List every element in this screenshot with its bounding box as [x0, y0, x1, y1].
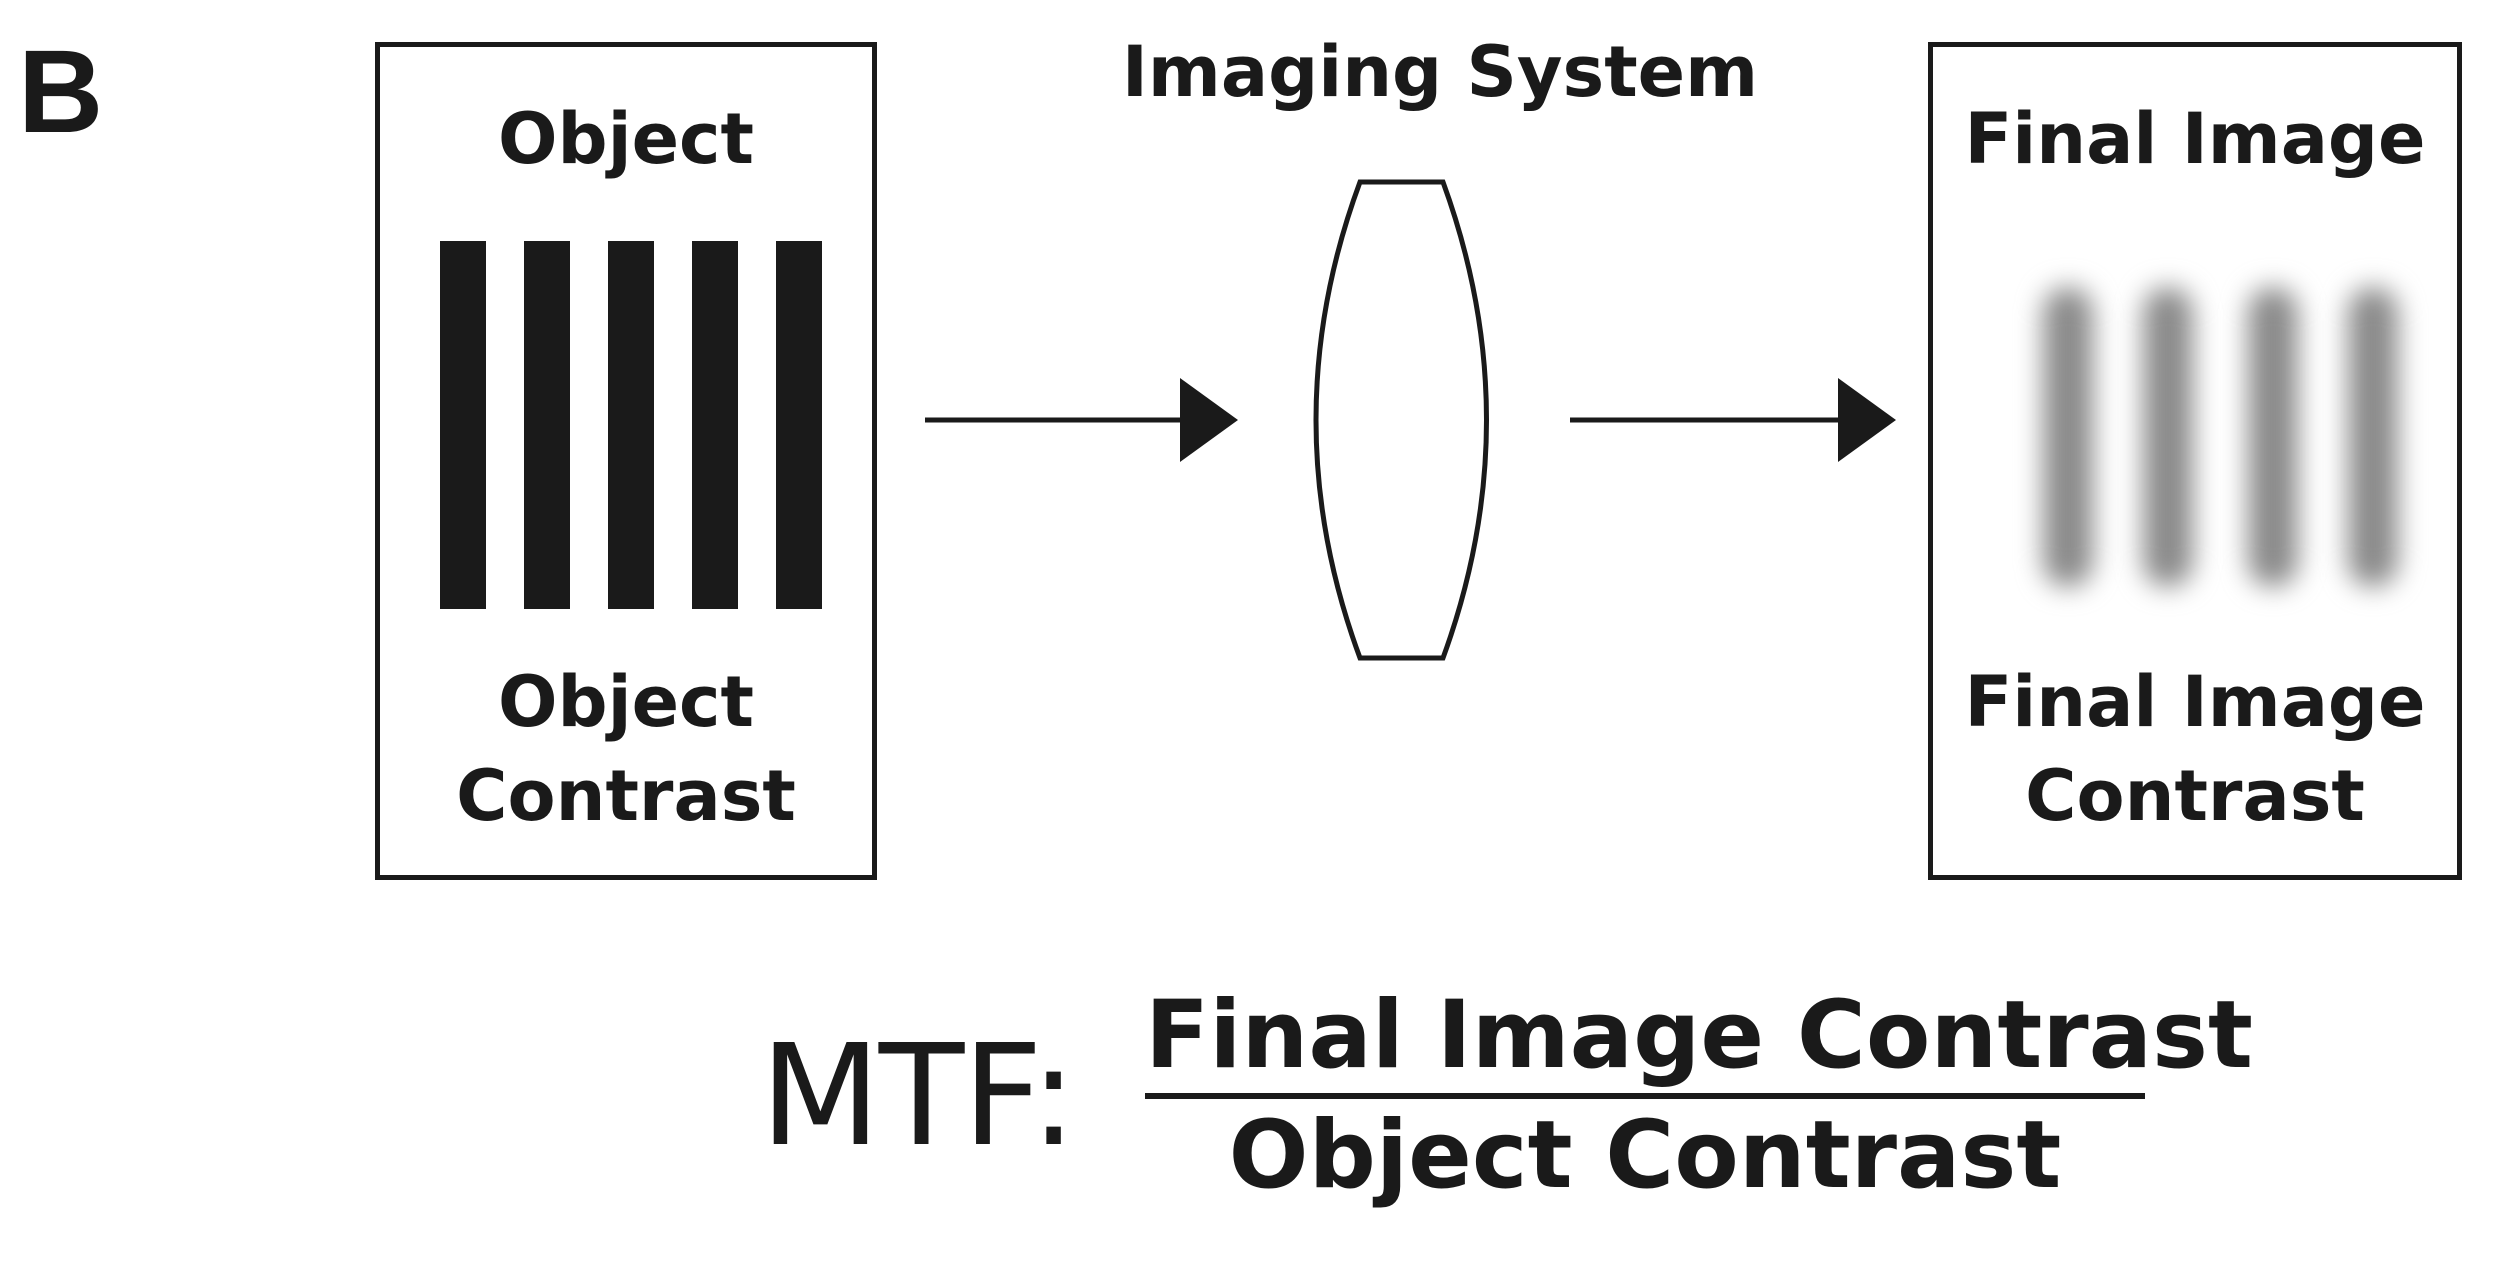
final-caption-line1: Final Image [1964, 661, 2426, 743]
fraction-numerator: Final Image Contrast [1145, 981, 2253, 1090]
panel-letter: B [18, 26, 104, 158]
object-bar [776, 241, 822, 609]
imaging-system-title: Imaging System [1121, 31, 1759, 113]
object-bar-pattern [440, 241, 822, 609]
object-caption-line1: Object [497, 661, 755, 743]
final-image-box: Final Image Final Image Contrast [1928, 42, 2462, 880]
lens-icon [1313, 179, 1489, 661]
object-bar [440, 241, 486, 609]
object-title: Object [497, 98, 755, 180]
object-contrast-caption: Object Contrast [380, 655, 872, 843]
arrow-lens-to-final-image [1570, 378, 1896, 462]
final-image-contrast-caption: Final Image Contrast [1933, 655, 2457, 843]
object-bar [608, 241, 654, 609]
object-box: Object Object Contrast [375, 42, 877, 880]
blurred-bar [2248, 287, 2298, 587]
object-bar [524, 241, 570, 609]
fraction-denominator: Object Contrast [1228, 1101, 2062, 1210]
object-bar [692, 241, 738, 609]
mtf-label: MTF: [760, 1015, 1077, 1178]
blurred-bar-pattern [1993, 247, 2413, 647]
fraction-bar [1145, 1093, 2145, 1099]
final-caption-line2: Contrast [2025, 755, 2365, 837]
blurred-bar [2143, 287, 2193, 587]
arrow-object-to-lens [925, 378, 1238, 462]
final-image-title: Final Image [1964, 98, 2426, 180]
object-caption-line2: Contrast [456, 755, 796, 837]
blurred-bar [2043, 287, 2093, 587]
blurred-bar [2348, 287, 2398, 587]
